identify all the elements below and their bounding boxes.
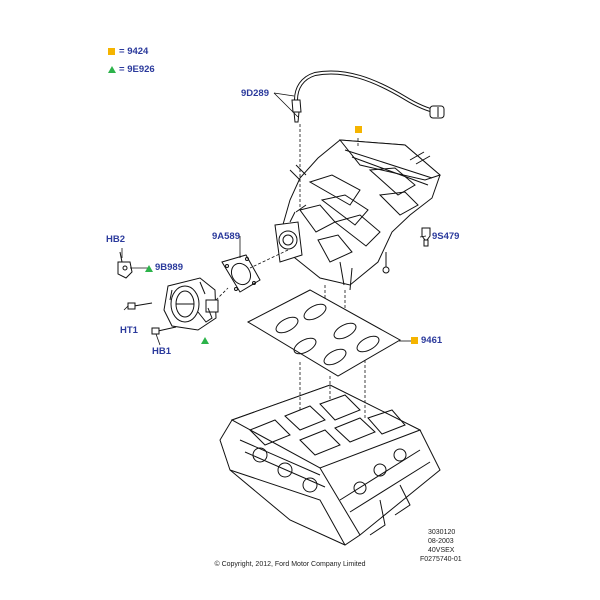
intake-manifold-gasket (246, 289, 402, 377)
copyright-notice: © Copyright, 2012, Ford Motor Company Li… (214, 561, 366, 568)
label-9a589: 9A589 (212, 231, 240, 242)
reference-line-3: 40VSEX (428, 547, 455, 554)
leader-lines (121, 92, 427, 418)
throttle-body-gasket (221, 254, 261, 293)
stud-ht1 (127, 302, 153, 310)
label-hb1: HB1 (152, 346, 172, 357)
legend-triangle-row: = 9E926 (108, 64, 155, 75)
gasket-square-marker-icon (411, 337, 418, 344)
throttle-position-sensor (117, 251, 133, 279)
vacuum-hose (291, 70, 445, 123)
intake-manifold (274, 139, 441, 291)
reference-line-1: 3030120 (428, 529, 456, 536)
cylinder-head (219, 384, 441, 546)
reference-line-4: F0275740-01 (420, 556, 462, 563)
legend-square-value: 9424 (127, 46, 149, 57)
bolt-hb1 (151, 326, 177, 335)
label-hb2: HB2 (106, 234, 126, 245)
legend-triangle-prefix: = (119, 64, 125, 75)
label-9d289: 9D289 (241, 88, 269, 99)
legend-triangle-value: 9E926 (127, 64, 155, 75)
label-ht1: HT1 (120, 325, 138, 336)
label-9461: 9461 (421, 335, 443, 346)
map-sensor (421, 227, 431, 247)
throttle-body (163, 277, 219, 331)
label-9s479: 9S479 (432, 231, 460, 242)
legend-square-row: = 9424 (108, 46, 148, 57)
legend-square-prefix: = (119, 46, 125, 57)
sensor-triangle-marker-icon (145, 265, 153, 272)
reference-line-2: 08-2003 (428, 538, 454, 545)
manifold-square-marker-icon (355, 126, 362, 133)
triangle-marker-icon (108, 65, 116, 73)
throttle-triangle-marker-icon (201, 337, 209, 344)
square-marker-icon (108, 47, 115, 55)
label-9b989: 9B989 (155, 262, 183, 273)
